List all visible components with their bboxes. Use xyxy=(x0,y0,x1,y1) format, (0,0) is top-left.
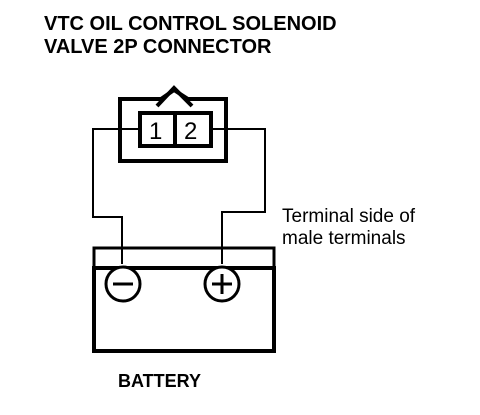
title-line-2: VALVE 2P CONNECTOR xyxy=(44,36,272,58)
pin-1-label: 1 xyxy=(149,118,162,145)
minus-circle-icon xyxy=(104,265,142,303)
plus-circle-icon xyxy=(203,265,241,303)
battery xyxy=(92,246,276,353)
wire-pin2-to-positive xyxy=(211,128,266,264)
title-line-1: VTC OIL CONTROL SOLENOID xyxy=(44,13,337,35)
note-line-1: Terminal side of xyxy=(282,206,416,227)
note-line-2: male terminals xyxy=(282,228,406,249)
battery-case xyxy=(92,266,276,353)
wiring xyxy=(92,128,266,264)
battery-top xyxy=(92,246,276,268)
pin-2-label: 2 xyxy=(184,118,197,145)
connector-lock-tab xyxy=(155,85,194,108)
wire-pin1-to-negative xyxy=(92,128,140,264)
battery-label: BATTERY xyxy=(118,371,201,391)
